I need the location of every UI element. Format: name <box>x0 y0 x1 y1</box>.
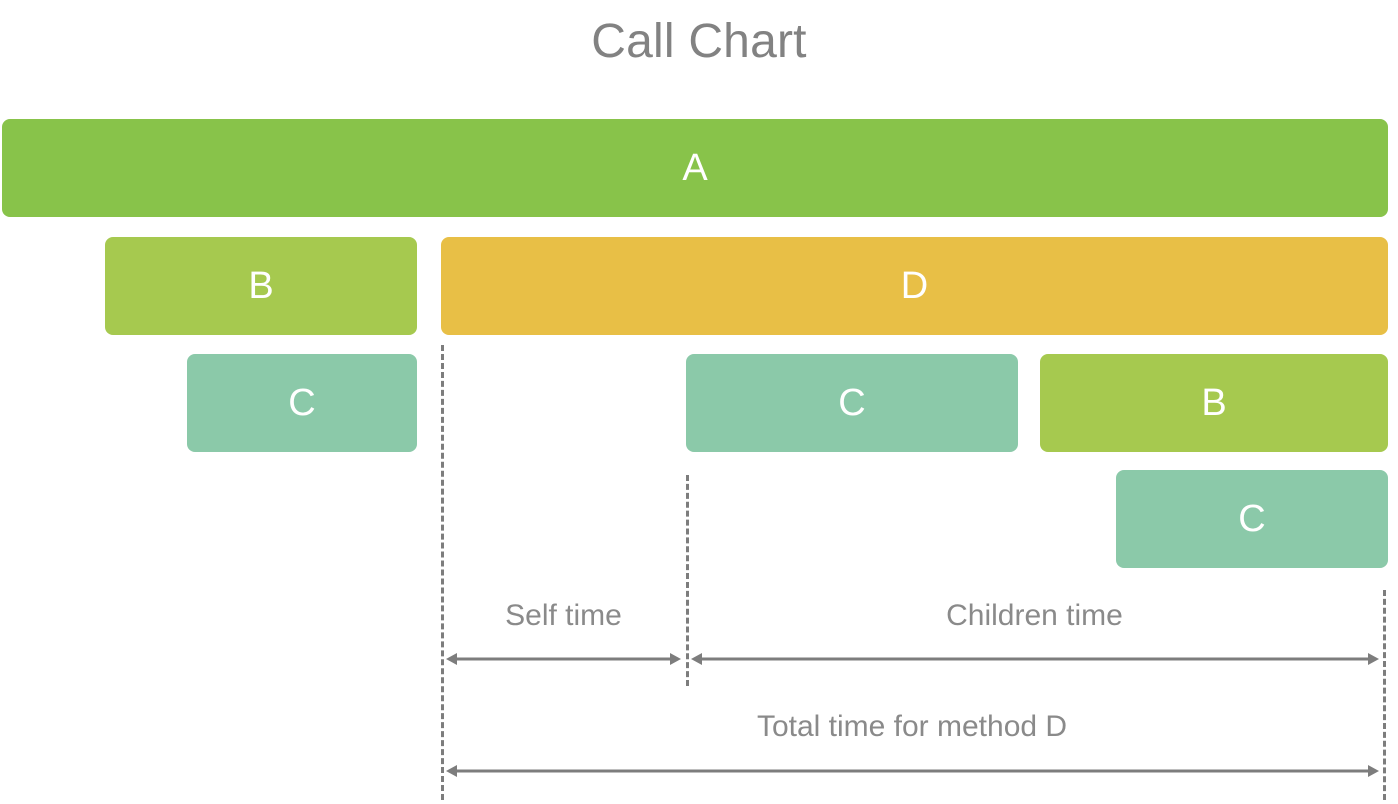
children-time-arrow <box>691 653 1379 665</box>
total-time-arrow <box>446 765 1379 777</box>
guide-line-d-children-start <box>686 475 689 686</box>
call-span-label: C <box>838 382 866 424</box>
call-span-c-second[interactable]: C <box>686 354 1018 452</box>
children-time-label: Children time <box>946 599 1123 632</box>
self-time-arrow <box>446 653 681 665</box>
guide-line-d-start <box>441 345 444 800</box>
call-span-c-third[interactable]: C <box>1116 470 1388 568</box>
call-span-b-first[interactable]: B <box>105 237 417 335</box>
call-span-a[interactable]: A <box>2 119 1388 217</box>
guide-line-d-end <box>1383 590 1386 800</box>
total-time-label: Total time for method D <box>756 710 1068 743</box>
call-span-c-first[interactable]: C <box>187 354 417 452</box>
page-title: Call Chart <box>591 15 807 68</box>
call-span-d[interactable]: D <box>441 237 1388 335</box>
call-span-label: C <box>1238 498 1266 540</box>
call-span-b-second[interactable]: B <box>1040 354 1388 452</box>
call-span-label: C <box>288 382 316 424</box>
self-time-label: Self time <box>505 599 622 632</box>
call-span-label: B <box>1201 382 1227 424</box>
call-span-label: B <box>248 265 274 307</box>
call-span-label: D <box>900 265 929 307</box>
call-span-label: A <box>682 147 708 189</box>
